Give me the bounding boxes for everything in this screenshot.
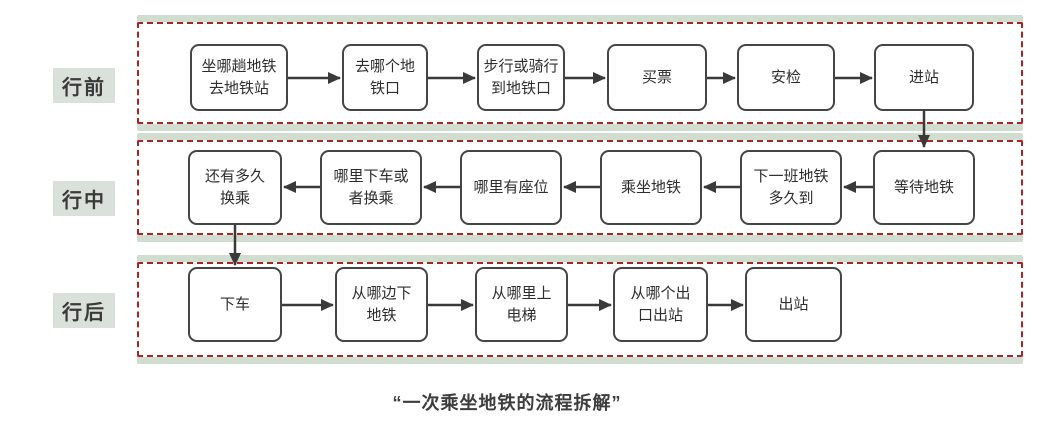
stage-label-after-trip: 行后 (53, 293, 115, 328)
step-how-long-until-transfer: 还有多久 换乘 (188, 150, 282, 225)
stage-label-during-trip: 行中 (53, 181, 115, 216)
step-which-train-to-station: 坐哪趟地铁 去地铁站 (190, 44, 288, 111)
step-buy-ticket: 买票 (607, 44, 707, 111)
diagram-caption: “一次乘坐地铁的流程拆解” (392, 393, 622, 413)
step-enter-station: 进站 (874, 44, 974, 111)
step-where-get-off-or-transfer: 哪里下车或 者换乘 (320, 150, 422, 225)
step-walk-or-ride-to-entrance: 步行或骑行 到地铁口 (477, 44, 565, 111)
step-next-train-eta: 下一班地铁 多久到 (740, 150, 842, 225)
step-exit-station: 出站 (745, 267, 842, 342)
stage-label-before-trip: 行前 (53, 68, 115, 103)
stage-before-trip-container (137, 22, 1023, 124)
step-which-exit-gate: 从哪个出 口出站 (613, 267, 708, 342)
step-wait-for-subway: 等待地铁 (873, 150, 975, 225)
step-where-are-seats: 哪里有座位 (460, 150, 562, 225)
stage-during-trip-container (137, 140, 1023, 235)
step-ride-subway: 乘坐地铁 (600, 150, 702, 225)
step-which-entrance: 去哪个地 铁口 (342, 44, 428, 111)
step-security-check: 安检 (737, 44, 835, 111)
step-which-side-exit-train: 从哪边下 地铁 (335, 267, 428, 342)
stage-after-trip-container (137, 262, 1023, 357)
step-get-off: 下车 (188, 267, 282, 342)
step-where-take-escalator: 从哪里上 电梯 (475, 267, 568, 342)
